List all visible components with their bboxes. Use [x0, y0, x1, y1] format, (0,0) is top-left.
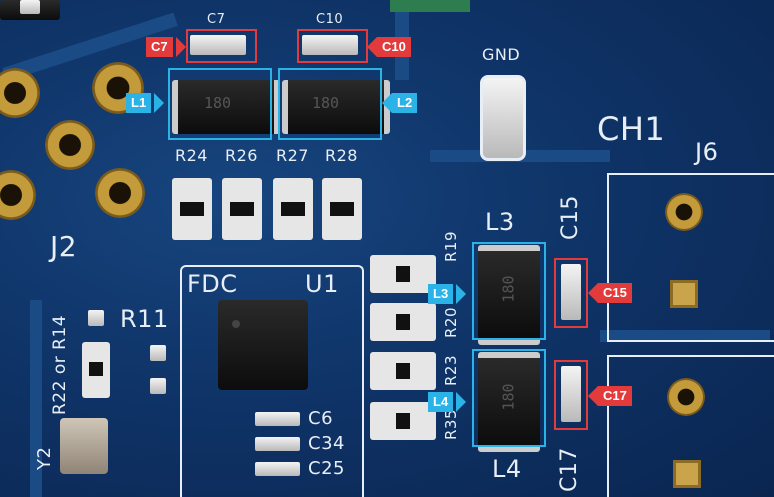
r11-silk: R11	[120, 305, 169, 333]
l3-callout-arrow	[456, 284, 466, 304]
l1-highlight-box	[168, 68, 272, 140]
c25-cap	[255, 462, 300, 476]
l4-highlight-box	[472, 349, 546, 447]
j2-pad-4	[0, 170, 36, 220]
l2-highlight-box	[278, 68, 382, 140]
c15-callout: C15	[598, 283, 632, 303]
c10-silk: C10	[316, 12, 344, 27]
r22-pad-top	[88, 310, 104, 326]
l2-callout-arrow	[382, 93, 392, 113]
pcb-trace	[30, 300, 42, 497]
ch1-silk: CH1	[597, 110, 666, 148]
c7-cap	[190, 35, 246, 55]
c15-cap	[561, 264, 581, 320]
c7-callout: C7	[146, 37, 173, 57]
r23-resistor	[370, 352, 436, 390]
c6-cap	[255, 412, 300, 426]
r11-pad-1	[150, 345, 166, 361]
fdc-chip	[218, 300, 308, 390]
j2-label: J2	[50, 230, 78, 263]
fdc-silk: FDC	[187, 270, 238, 298]
j6-pad-1	[665, 193, 703, 231]
gnd-silk: GND	[482, 45, 521, 64]
c10-cap	[302, 35, 358, 55]
r27-silk: R27	[276, 146, 309, 165]
u1-silk: U1	[305, 270, 339, 298]
c7-callout-arrow	[176, 37, 186, 57]
r27-resistor	[273, 178, 313, 240]
r20-silk: R20	[442, 306, 460, 338]
y2-crystal	[60, 418, 108, 474]
chip-dot	[232, 320, 240, 328]
fdc-outline	[180, 265, 364, 497]
r23-silk: R23	[442, 354, 460, 386]
c17-callout: C17	[598, 386, 632, 406]
c17-cap	[561, 366, 581, 422]
c15-callout-arrow	[588, 283, 598, 303]
l2-callout: L2	[392, 93, 418, 113]
r26-resistor	[222, 178, 262, 240]
j6-lower-outline	[607, 355, 774, 497]
l1-inductor	[172, 80, 280, 134]
r28-silk: R28	[325, 146, 358, 165]
c10-callout: C10	[377, 37, 411, 57]
l2-marking: 180	[312, 94, 340, 112]
j6-pad-4	[673, 460, 701, 488]
c7-highlight-box	[186, 29, 257, 63]
c17-callout-arrow	[588, 386, 598, 406]
r22-resistor	[82, 342, 110, 398]
r19-silk: R19	[442, 230, 460, 262]
c15-highlight-box	[554, 258, 588, 328]
l3-callout: L3	[428, 284, 454, 304]
l1-callout-arrow	[154, 93, 164, 113]
r28-resistor	[322, 178, 362, 240]
gnd-pad	[480, 75, 526, 161]
r19-resistor	[370, 255, 436, 293]
l3-inductor	[478, 245, 540, 345]
c17-highlight-box	[554, 360, 588, 430]
y2-silk: Y2	[34, 446, 55, 470]
r35-resistor	[370, 402, 436, 440]
c25-silk: C25	[308, 458, 345, 479]
c7-silk: C7	[207, 12, 226, 27]
j2-pad-5	[95, 168, 145, 218]
c34-cap	[255, 437, 300, 451]
r24-resistor	[172, 178, 212, 240]
c34-silk: C34	[308, 433, 345, 454]
r26-silk: R26	[225, 146, 258, 165]
j6-pad-2	[670, 280, 698, 308]
r11-pad-2	[150, 378, 166, 394]
top-left-pad	[20, 0, 40, 14]
r35-silk: R35	[442, 408, 460, 440]
j6-silk: J6	[695, 138, 719, 166]
l4-callout-arrow	[456, 392, 466, 412]
green-part	[390, 0, 470, 12]
c6-silk: C6	[308, 408, 334, 429]
l3-silk: L3	[485, 208, 515, 236]
l1-marking: 180	[204, 94, 232, 112]
r22-r14-silk: R22 or R14	[50, 314, 70, 415]
j6-pad-3	[667, 378, 705, 416]
j6-outline	[607, 173, 774, 342]
c10-callout-arrow	[367, 37, 377, 57]
c15-silk: C15	[558, 195, 583, 240]
c10-highlight-box	[297, 29, 368, 63]
l3-highlight-box	[472, 242, 546, 340]
l4-inductor	[478, 352, 540, 452]
l4-silk: L4	[492, 455, 522, 483]
r24-silk: R24	[175, 146, 208, 165]
c17-silk: C17	[557, 447, 582, 492]
l1-callout: L1	[126, 93, 152, 113]
r20-resistor	[370, 303, 436, 341]
j2-pad-3	[45, 120, 95, 170]
l4-callout: L4	[428, 392, 454, 412]
pcb-trace	[600, 330, 770, 342]
j2-pad-1	[0, 68, 40, 118]
